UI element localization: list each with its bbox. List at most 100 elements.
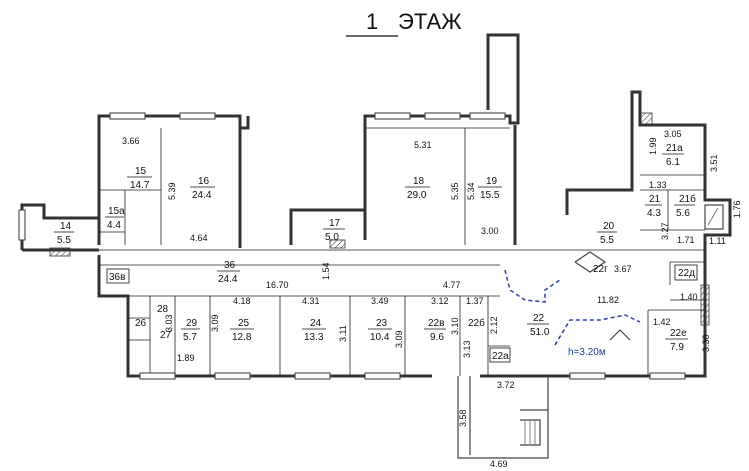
room-id: 22в [428,318,444,329]
room-id: 16 [198,176,210,187]
room-area: 14.7 [130,180,150,191]
dimension-label: 4.31 [302,296,320,306]
dimension-label: 3.10 [450,317,460,335]
room-id: 20 [603,221,615,232]
dimension-label: 3.12 [431,296,449,306]
dimension-label: 3.09 [210,314,220,332]
room-area: 5.5 [57,235,71,246]
room-16: 16 24.4 [190,176,215,201]
dimension-label: 3.11 [338,325,348,342]
dimension-label: 3.13 [462,340,472,358]
dimension-label: 16.70 [266,280,289,290]
dimension-label: 1.33 [649,180,667,190]
room-area: 4.4 [107,220,121,231]
room-19: 19 15.5 [478,176,502,201]
room-id: 27 [160,330,172,341]
room-18: 18 29.0 [405,176,430,201]
dimension-label: 3.05 [664,129,682,139]
room-area: 5.0 [325,232,339,243]
dimension-label: 1.99 [648,137,658,155]
room-21b: 21б 5.6 [674,193,696,219]
room-id: 23 [376,318,388,329]
room-id: 19 [486,176,498,187]
outer-walls [20,33,732,459]
room-22d: 22д [674,264,698,281]
windows [18,112,724,446]
room-id: 28 [157,304,169,315]
room-22: 22 51.0 [527,313,550,338]
room-20: 20 5.5 [597,221,617,246]
room-id: 36в [109,272,125,283]
room-area: 24.4 [218,274,238,285]
room-area: 51.0 [530,327,550,338]
room-area: 5.6 [676,208,690,219]
room-id: 14 [60,221,72,232]
room-area: 5.5 [600,235,614,246]
room-22e: 22е 7.9 [665,328,688,353]
dimension-label: 3.67 [614,264,632,274]
room-27: 27 [160,330,172,341]
dimension-label: 5.39 [167,182,177,200]
dimension-label: 5.34 [466,182,476,200]
floor-label: ЭТАЖ [398,9,462,34]
dimension-label: 2.12 [489,316,499,334]
dimension-label: 3.58 [458,409,468,427]
dimension-label: 1.11 [709,236,726,246]
room-25: 25 12.8 [230,318,254,343]
room-23: 23 10.4 [368,318,392,343]
room-id: 15а [108,206,125,217]
room-22g: 22г [593,264,608,275]
room-id: 24 [310,318,322,329]
room-15a: 15а 4.4 [105,206,125,231]
dimension-label: 1.76 [732,200,742,218]
room-26: 26 [135,318,147,329]
room-14: 14 5.5 [54,221,74,246]
room-17: 17 5.0 [323,218,345,243]
room-id: 22а [492,351,509,362]
dimension-label: 5.35 [450,182,460,200]
room-28: 28 [157,304,169,315]
room-area: 12.8 [232,332,252,343]
room-22v: 22в 9.6 [424,318,446,343]
room-area: 5.7 [183,332,197,343]
room-22a: 22а [489,347,511,363]
dimension-label: 4.77 [443,280,461,290]
room-id: 26 [135,318,147,329]
dimension-label: 3.72 [497,380,515,390]
room-area: 4.3 [647,208,661,219]
dimension-label: 3.30 [701,334,711,352]
dimension-label: 4.64 [190,233,208,243]
dimension-label: 5.31 [414,140,432,150]
dimension-label: 4.69 [490,459,508,469]
room-id: 25 [238,318,250,329]
room-id: 22д [678,268,695,279]
partitions [99,127,705,376]
room-id: 21б [679,193,696,205]
floor-title: 1 ЭТАЖ [346,9,462,37]
room-29: 29 5.7 [181,318,200,343]
dimension-label: 4.18 [233,296,251,306]
room-id: 17 [329,218,341,229]
room-area: 13.3 [304,332,324,343]
floor-number: 1 [366,9,378,34]
room-36v: 36в [106,268,130,284]
room-area: 6.1 [666,157,680,168]
dimension-label: 3.66 [122,136,140,146]
room-id: 21 [649,194,661,205]
room-21a: 21а 6.1 [662,143,684,168]
room-id: 21а [666,143,683,154]
dimension-label: 3.27 [660,222,670,240]
room-id: 22г [593,264,608,275]
dimension-label: 1.89 [177,353,195,363]
dimension-label: 3.03 [164,314,174,332]
room-id: 36 [224,260,236,271]
room-area: 15.5 [480,190,500,201]
room-labels: 15 14.7 16 24.4 15а 4.4 14 5.5 18 29.0 1… [54,143,698,363]
room-area: 7.9 [670,342,684,353]
dimension-label: 3.00 [481,226,499,236]
dimension-label: 1.40 [680,292,698,302]
dimension-labels: 3.66 5.39 5.31 5.35 5.34 1.99 3.05 3.51 … [122,129,742,469]
room-id: 22б [468,317,485,329]
room-36: 36 24.4 [217,260,240,285]
